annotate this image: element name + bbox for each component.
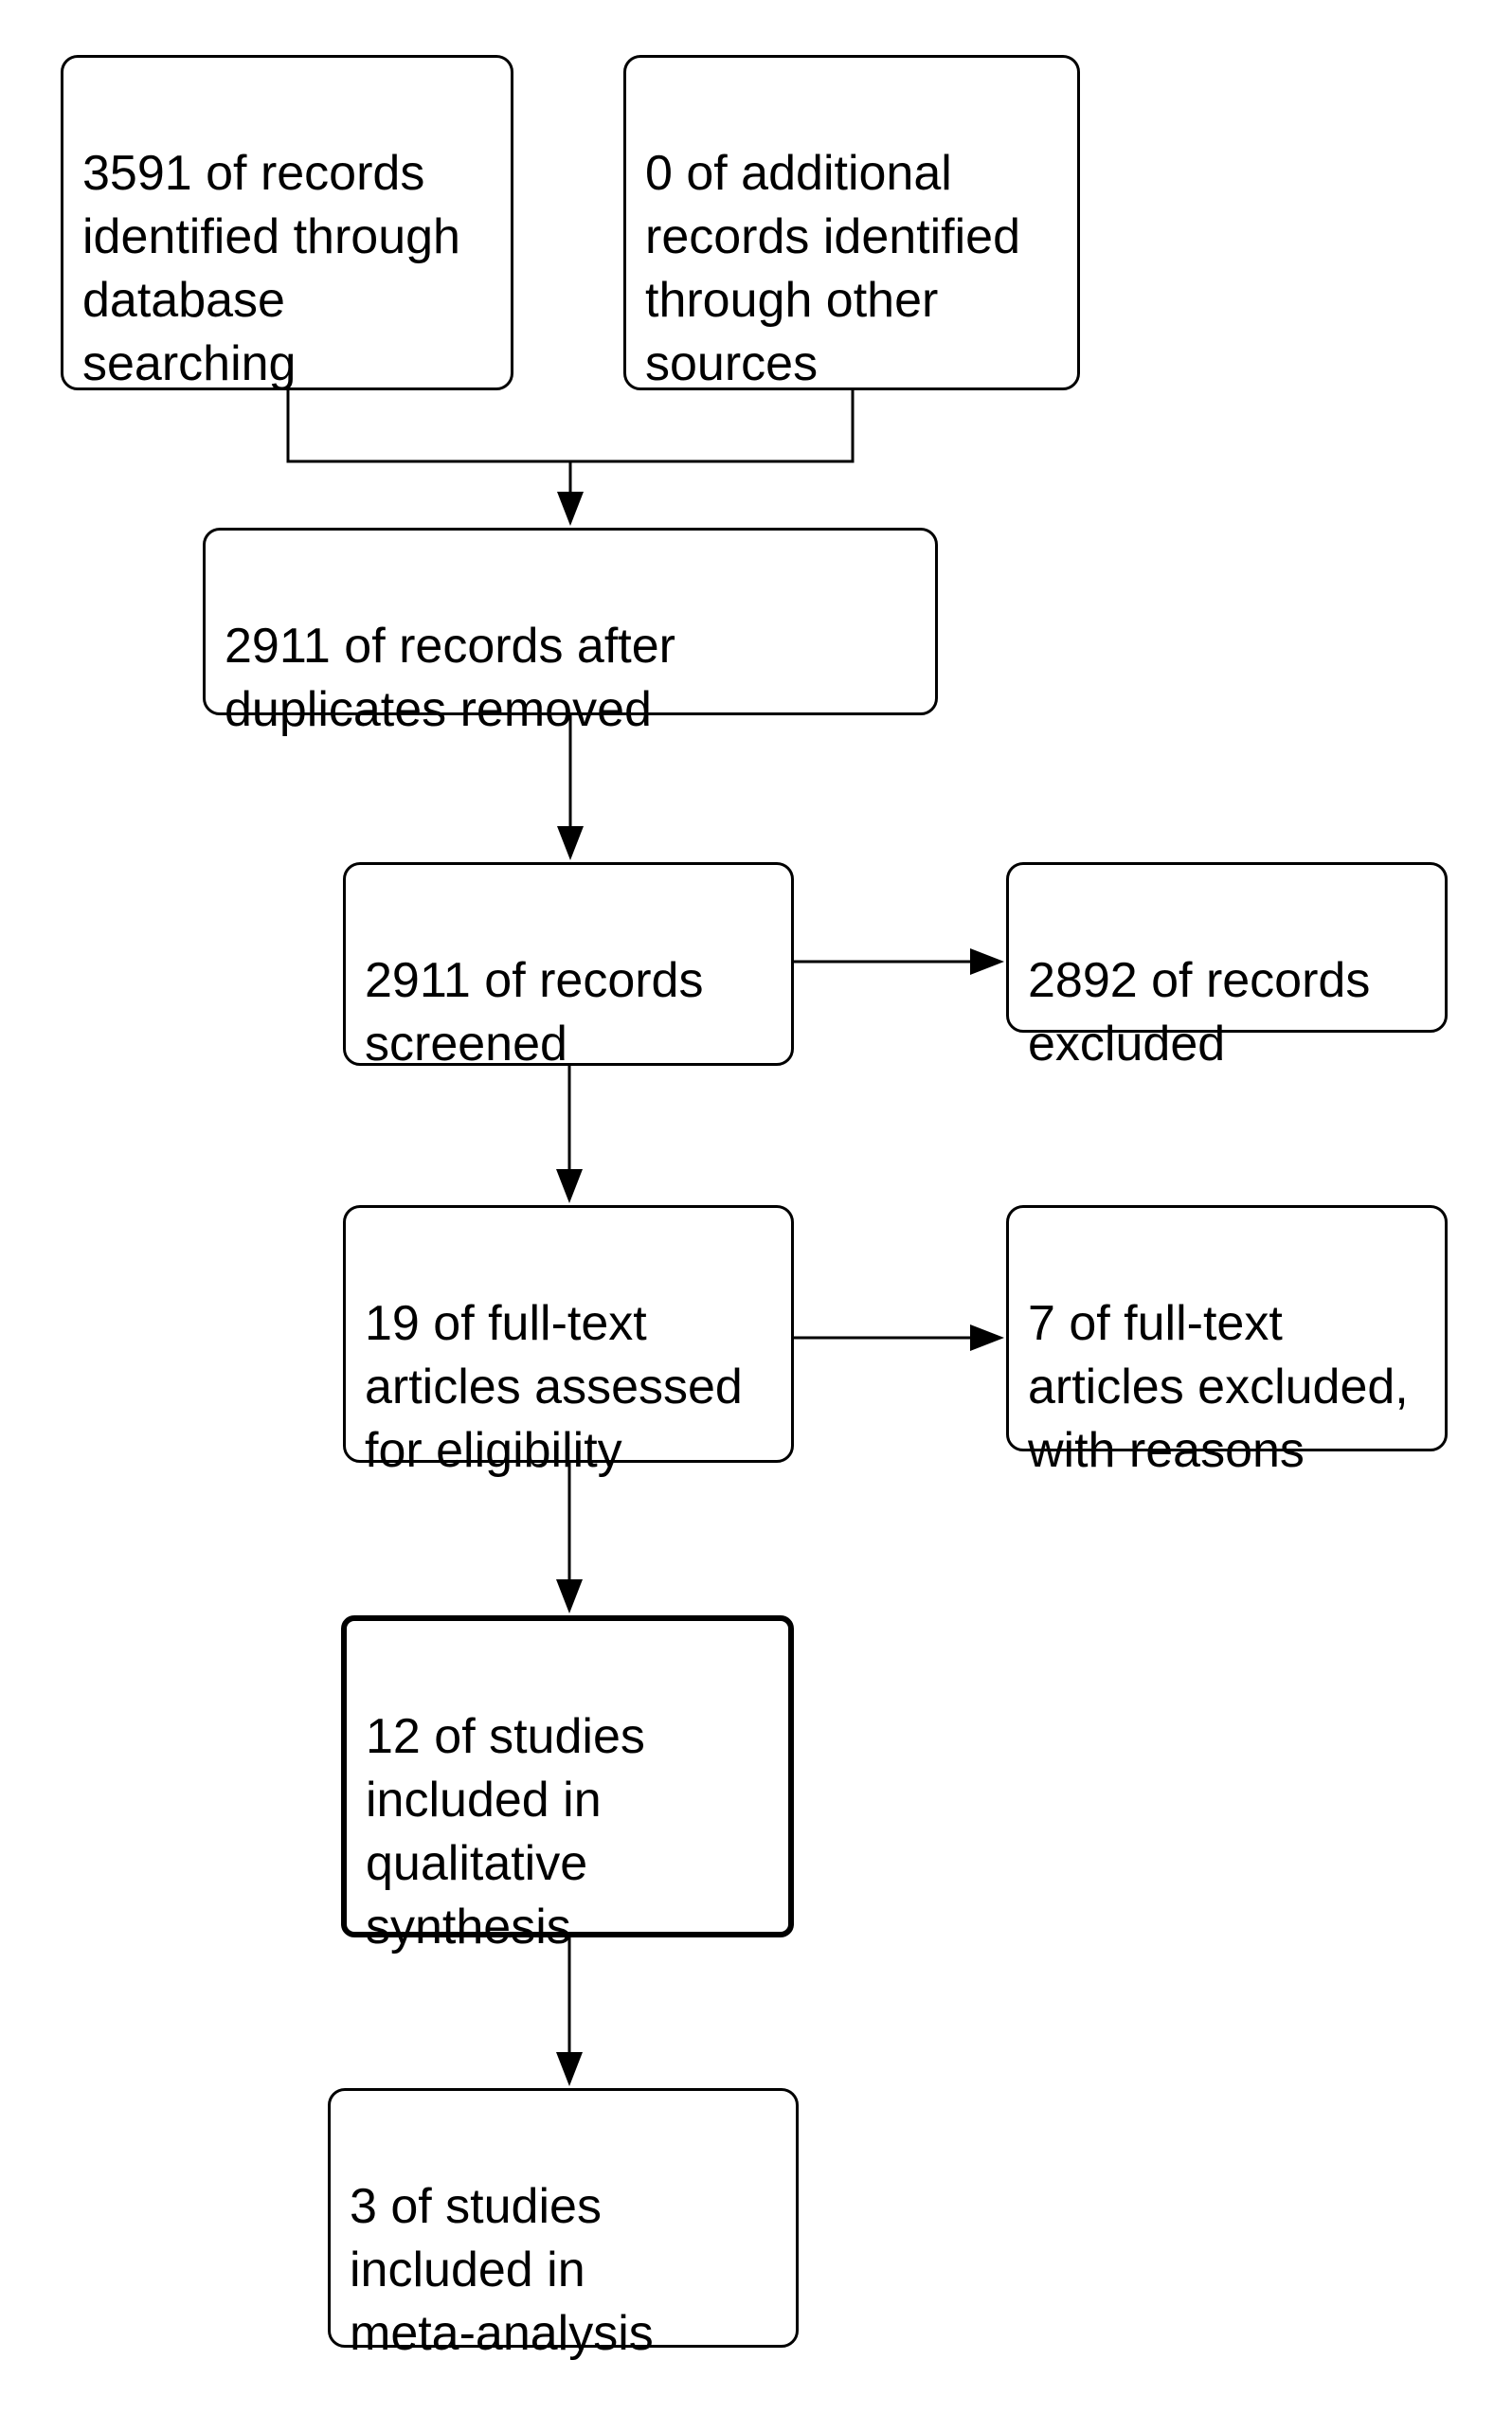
box-qualitative-synthesis-label: 12 of studies included in qualitative sy… [366,1709,645,1955]
box-records-identified-other-label: 0 of additional records identified throu… [645,146,1020,391]
box-records-identified-other: 0 of additional records identified throu… [623,55,1080,391]
connector-fulltext-to-qualitative [556,1463,583,1613]
box-fulltext-assessed-label: 19 of full-text articles assessed for el… [365,1296,743,1478]
box-records-excluded-label: 2892 of records excluded [1028,953,1371,1072]
connector-dedup-to-screened [557,715,584,860]
arrowhead-right-icon [970,948,1004,975]
arrowhead-down-icon [557,492,584,526]
box-records-after-duplicates-label: 2911 of records after duplicates removed [225,619,675,737]
box-meta-analysis-label: 3 of studies included in meta-analysis [350,2179,654,2361]
connector-screened-to-fulltext [556,1066,583,1203]
box-meta-analysis: 3 of studies included in meta-analysis [328,2088,799,2361]
box-records-excluded: 2892 of records excluded [1006,862,1448,1072]
box-records-identified-database: 3591 of records identified through datab… [61,55,513,391]
arrowhead-down-icon [556,1169,583,1203]
box-qualitative-synthesis: 12 of studies included in qualitative sy… [341,1615,794,1955]
box-records-after-duplicates: 2911 of records after duplicates removed [203,528,938,737]
box-records-identified-database-label: 3591 of records identified through datab… [82,146,460,391]
box-fulltext-excluded-label: 7 of full-text articles excluded, with r… [1028,1296,1409,1478]
box-records-screened-label: 2911 of records screened [365,953,704,1072]
box-records-screened: 2911 of records screened [343,862,794,1072]
box-fulltext-excluded: 7 of full-text articles excluded, with r… [1006,1205,1448,1478]
connector-screened-to-excluded [794,948,1004,975]
connector-fulltext-to-excluded [794,1324,1004,1351]
connector-qualitative-to-meta [556,1937,583,2086]
arrowhead-down-icon [556,1579,583,1613]
connector-identification-junction [286,390,855,526]
arrowhead-down-icon [556,2052,583,2086]
arrowhead-down-icon [557,826,584,860]
box-fulltext-assessed: 19 of full-text articles assessed for el… [343,1205,794,1478]
arrowhead-right-icon [970,1324,1004,1351]
